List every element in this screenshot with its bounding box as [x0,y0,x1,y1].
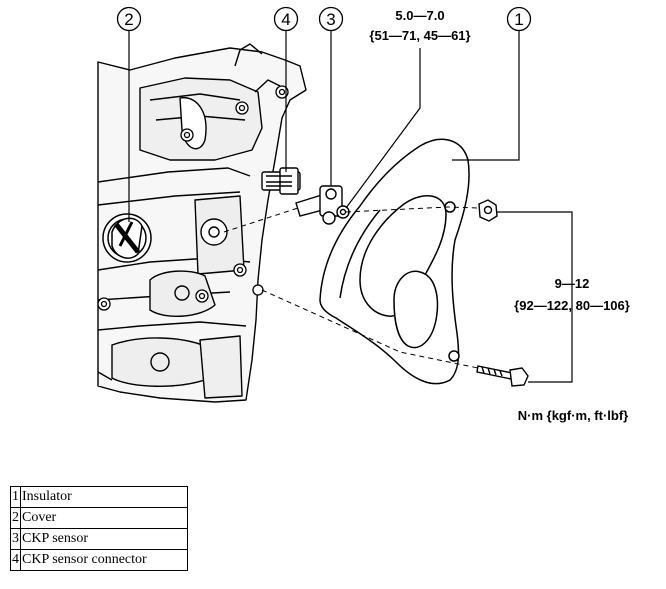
exploded-view-diagram: 2 4 3 1 5.0—7.0 {51—71, 45—61} 9—12 {92—… [97,6,630,423]
ckp-sensor-connector [261,167,301,195]
table-row: 1 Insulator [10,486,188,508]
legend-part-name: Insulator [20,486,188,508]
leader-lines [128,31,573,383]
svg-text:3: 3 [326,10,335,29]
parts-legend-table: 1 Insulator 2 Cover 3 CKP sensor 4 CKP s… [10,486,188,571]
engine-block [97,43,307,403]
block-bolts [97,85,289,311]
legend-part-name: CKP sensor [20,528,188,550]
insulator-bolt [476,365,529,387]
sensor-bolt-torque-line2: {51—71, 45—61} [369,28,470,43]
insulator-nut [478,199,498,222]
cover-cap [102,213,152,263]
svg-text:4: 4 [281,10,290,29]
table-row: 4 CKP sensor connector [10,549,188,571]
legend-number: 2 [10,507,21,529]
legend-number: 1 [10,486,21,508]
legend-part-name: CKP sensor connector [20,549,188,571]
table-row: 3 CKP sensor [10,528,188,550]
torque-units-label: N·m {kgf·m, ft·lbf} [518,408,629,423]
insulator-bolt-torque-line2: {92—122, 80—106} [514,298,630,313]
svg-text:1: 1 [514,10,523,29]
callout-3: 3 [318,6,344,32]
assembly-lines [223,206,479,369]
callout-1: 1 [506,6,532,32]
svg-text:2: 2 [124,10,133,29]
legend-number: 3 [10,528,21,550]
ckp-sensor [295,185,350,225]
legend-number: 4 [10,549,21,571]
table-row: 2 Cover [10,507,188,529]
callout-4: 4 [273,6,299,32]
sensor-bolt-torque-line1: 5.0—7.0 [395,8,444,23]
insulator [319,138,470,385]
callout-2: 2 [116,6,142,32]
insulator-bolt-torque-line1: 9—12 [555,276,590,291]
legend-part-name: Cover [20,507,188,529]
